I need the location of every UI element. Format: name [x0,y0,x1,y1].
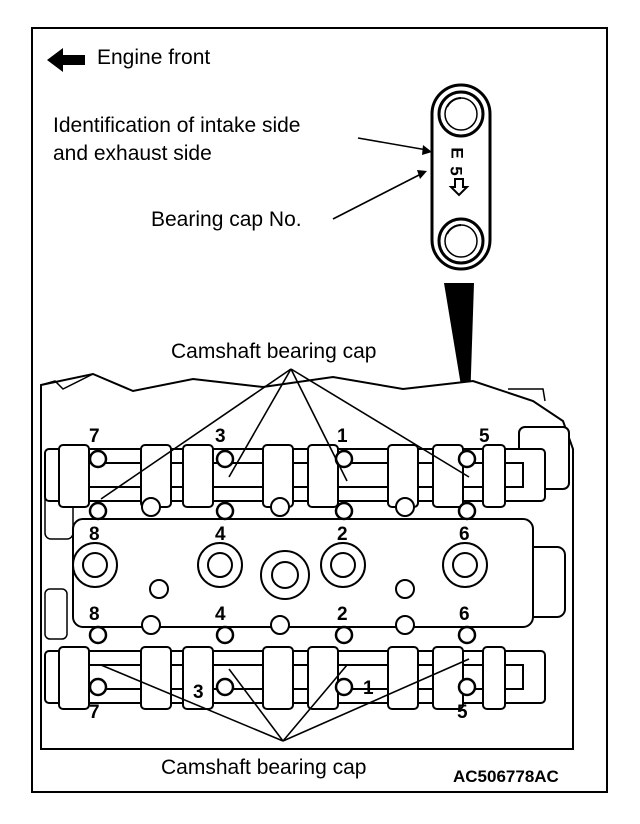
cap-number-lower-4: 4 [215,604,226,625]
cap-number-top-3: 3 [215,426,226,447]
bearing-cap-no-label: Bearing cap No. [151,208,302,231]
cap-number-upper-4: 4 [215,524,226,545]
cap-number-top-5: 5 [479,426,490,447]
camshaft-bearing-cap-bottom-label: Camshaft bearing cap [161,756,367,779]
left-arrow-icon [47,48,85,72]
engine-diagram [40,48,574,750]
cap-number-upper-2: 2 [337,524,348,545]
cap-number-upper-8: 8 [89,524,100,545]
cap-number-lower-6: 6 [459,604,470,625]
diagram-frame: Engine front Identification of intake si… [31,27,608,793]
cap-number-mark: 5 [446,166,466,176]
intake-camshaft [44,444,546,508]
down-arrow-icon [448,178,470,197]
camshaft-bearing-cap-top-label: Camshaft bearing cap [171,340,377,363]
bearing-cap-detail [430,83,492,271]
cap-number-lower-8: 8 [89,604,100,625]
identification-label-line1: Identification of intake side [53,114,301,137]
cap-number-bottom-1: 1 [363,678,374,699]
cap-leaders [100,368,470,742]
detail-leaders [332,137,428,220]
cap-number-top-7: 7 [89,426,100,447]
exhaust-camshaft [44,646,546,710]
identification-label-line2: and exhaust side [53,142,212,165]
figure-code: AC506778AC [453,767,559,786]
cap-number-lower-2: 2 [337,604,348,625]
center-section [72,497,534,635]
side-mark-e: E [447,147,467,159]
cap-number-bottom-7: 7 [89,702,100,723]
cap-number-upper-6: 6 [459,524,470,545]
cap-number-top-1: 1 [337,426,348,447]
engine-front-label: Engine front [97,46,211,69]
cap-number-bottom-5: 5 [457,702,468,723]
cap-number-bottom-3: 3 [193,682,204,703]
